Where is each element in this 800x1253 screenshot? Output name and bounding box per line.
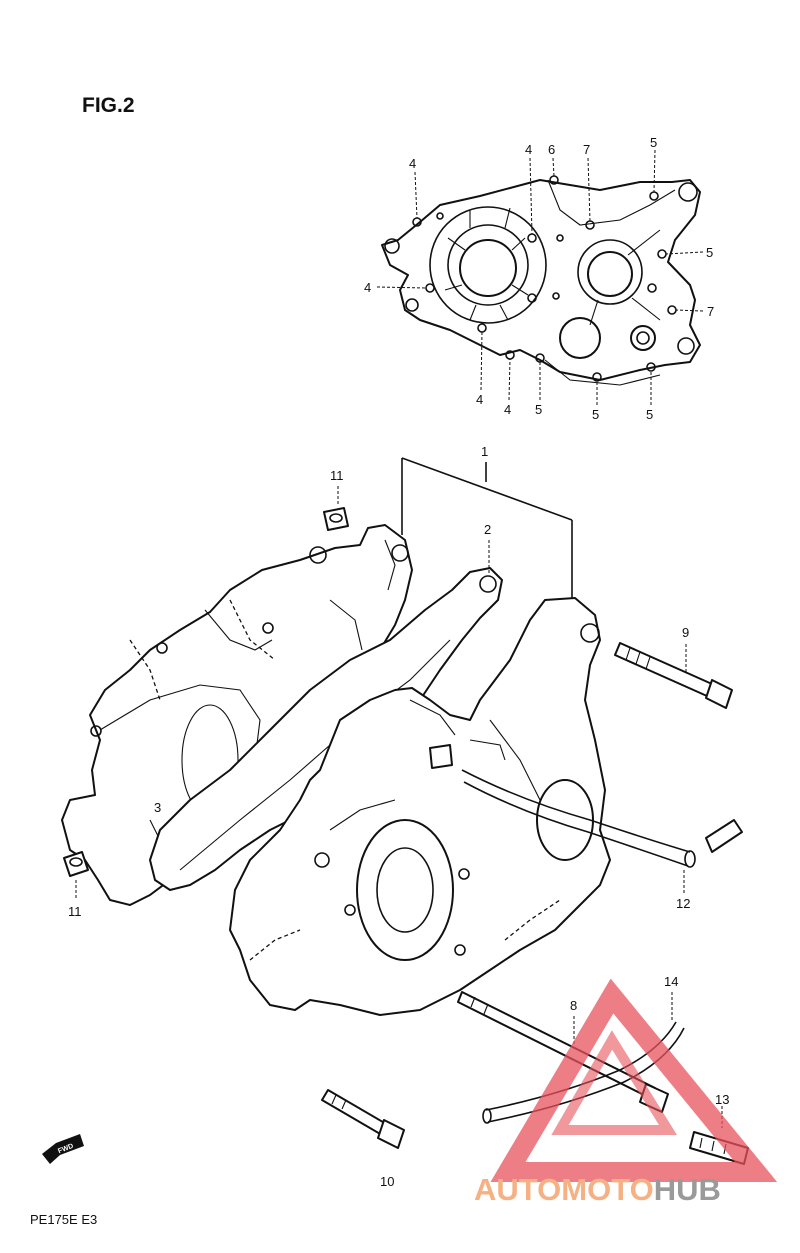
callout-4: 4 bbox=[476, 392, 483, 407]
callout-7: 7 bbox=[707, 304, 714, 319]
callout-11: 11 bbox=[330, 468, 344, 483]
right-crankcase-half bbox=[229, 597, 611, 1016]
callout-12: 12 bbox=[676, 896, 690, 911]
breather-hose bbox=[461, 769, 743, 868]
crankcase-gasket-outline bbox=[381, 175, 701, 386]
callout-3: 3 bbox=[154, 800, 161, 815]
callout-5: 5 bbox=[646, 407, 653, 422]
callout-13: 13 bbox=[715, 1092, 729, 1107]
crankcase-bolt-long bbox=[614, 642, 733, 709]
callout-4: 4 bbox=[504, 402, 511, 417]
watermark-logo bbox=[490, 978, 778, 1182]
callout-10: 10 bbox=[380, 1174, 394, 1189]
callout-2: 2 bbox=[484, 522, 491, 537]
callout-4: 4 bbox=[525, 142, 532, 157]
model-code: PE175E E3 bbox=[30, 1212, 97, 1227]
callout-6: 6 bbox=[548, 142, 555, 157]
crankcase-set-bracket bbox=[401, 457, 573, 600]
crankcase-bolt-short bbox=[321, 1089, 405, 1149]
callout-14: 14 bbox=[664, 974, 678, 989]
callout-5: 5 bbox=[650, 135, 657, 150]
figure-title: FIG.2 bbox=[82, 94, 135, 117]
callout-8: 8 bbox=[570, 998, 577, 1013]
callout-9: 9 bbox=[682, 625, 689, 640]
nut-lower bbox=[63, 851, 89, 877]
callout-1: 1 bbox=[481, 444, 488, 459]
callout-5: 5 bbox=[592, 407, 599, 422]
hose bbox=[482, 1021, 685, 1124]
forward-arrow-icon: FWD bbox=[42, 1134, 84, 1164]
callout-11: 11 bbox=[68, 904, 82, 919]
callout-5: 5 bbox=[706, 245, 713, 260]
watermark-text: AUTOMOTOHUB bbox=[474, 1172, 721, 1207]
callout-5: 5 bbox=[535, 402, 542, 417]
callout-4: 4 bbox=[409, 156, 416, 171]
callout-4: 4 bbox=[364, 280, 371, 295]
callout-7: 7 bbox=[583, 142, 590, 157]
gasket-leader-lines bbox=[376, 149, 704, 405]
nut-upper bbox=[323, 507, 349, 531]
